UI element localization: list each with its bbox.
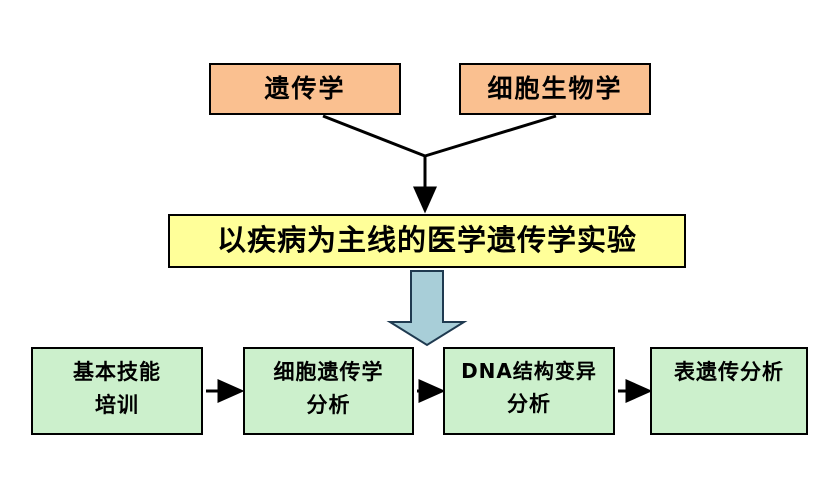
node-cytogenetic-analysis-label-line2: 分析: [306, 392, 351, 417]
node-dna-structural-variation-label-line2: 分析: [507, 391, 551, 416]
node-dna-structural-variation-analysis[interactable]: DNA结构变异 分析: [443, 347, 615, 435]
node-theme-label: 以疾病为主线的医学遗传学实验: [216, 223, 637, 258]
node-epigenetic-analysis[interactable]: 表遗传分析: [650, 347, 808, 435]
connector-genetics-to-junction: [322, 114, 426, 158]
node-genetics-label: 遗传学: [264, 74, 346, 103]
node-cytogenetic-analysis[interactable]: 细胞遗传学 分析: [243, 347, 414, 435]
node-basic-skills-label-line1: 基本技能: [73, 360, 161, 384]
node-cell-biology[interactable]: 细胞生物学: [459, 63, 651, 115]
node-genetics[interactable]: 遗传学: [209, 63, 401, 115]
connector-cellbio-to-junction: [424, 114, 557, 158]
node-dna-structural-variation-label-line1: DNA结构变异: [461, 359, 597, 383]
node-epigenetic-analysis-label-line1: 表遗传分析: [674, 360, 784, 384]
node-theme[interactable]: 以疾病为主线的医学遗传学实验: [168, 214, 686, 268]
node-cell-biology-label: 细胞生物学: [487, 74, 623, 103]
node-basic-skills[interactable]: 基本技能 培训: [31, 347, 203, 435]
down-block-arrow: [386, 270, 468, 347]
node-cytogenetic-analysis-label-line1: 细胞遗传学: [273, 360, 384, 384]
node-basic-skills-label-line2: 培训: [95, 392, 139, 417]
